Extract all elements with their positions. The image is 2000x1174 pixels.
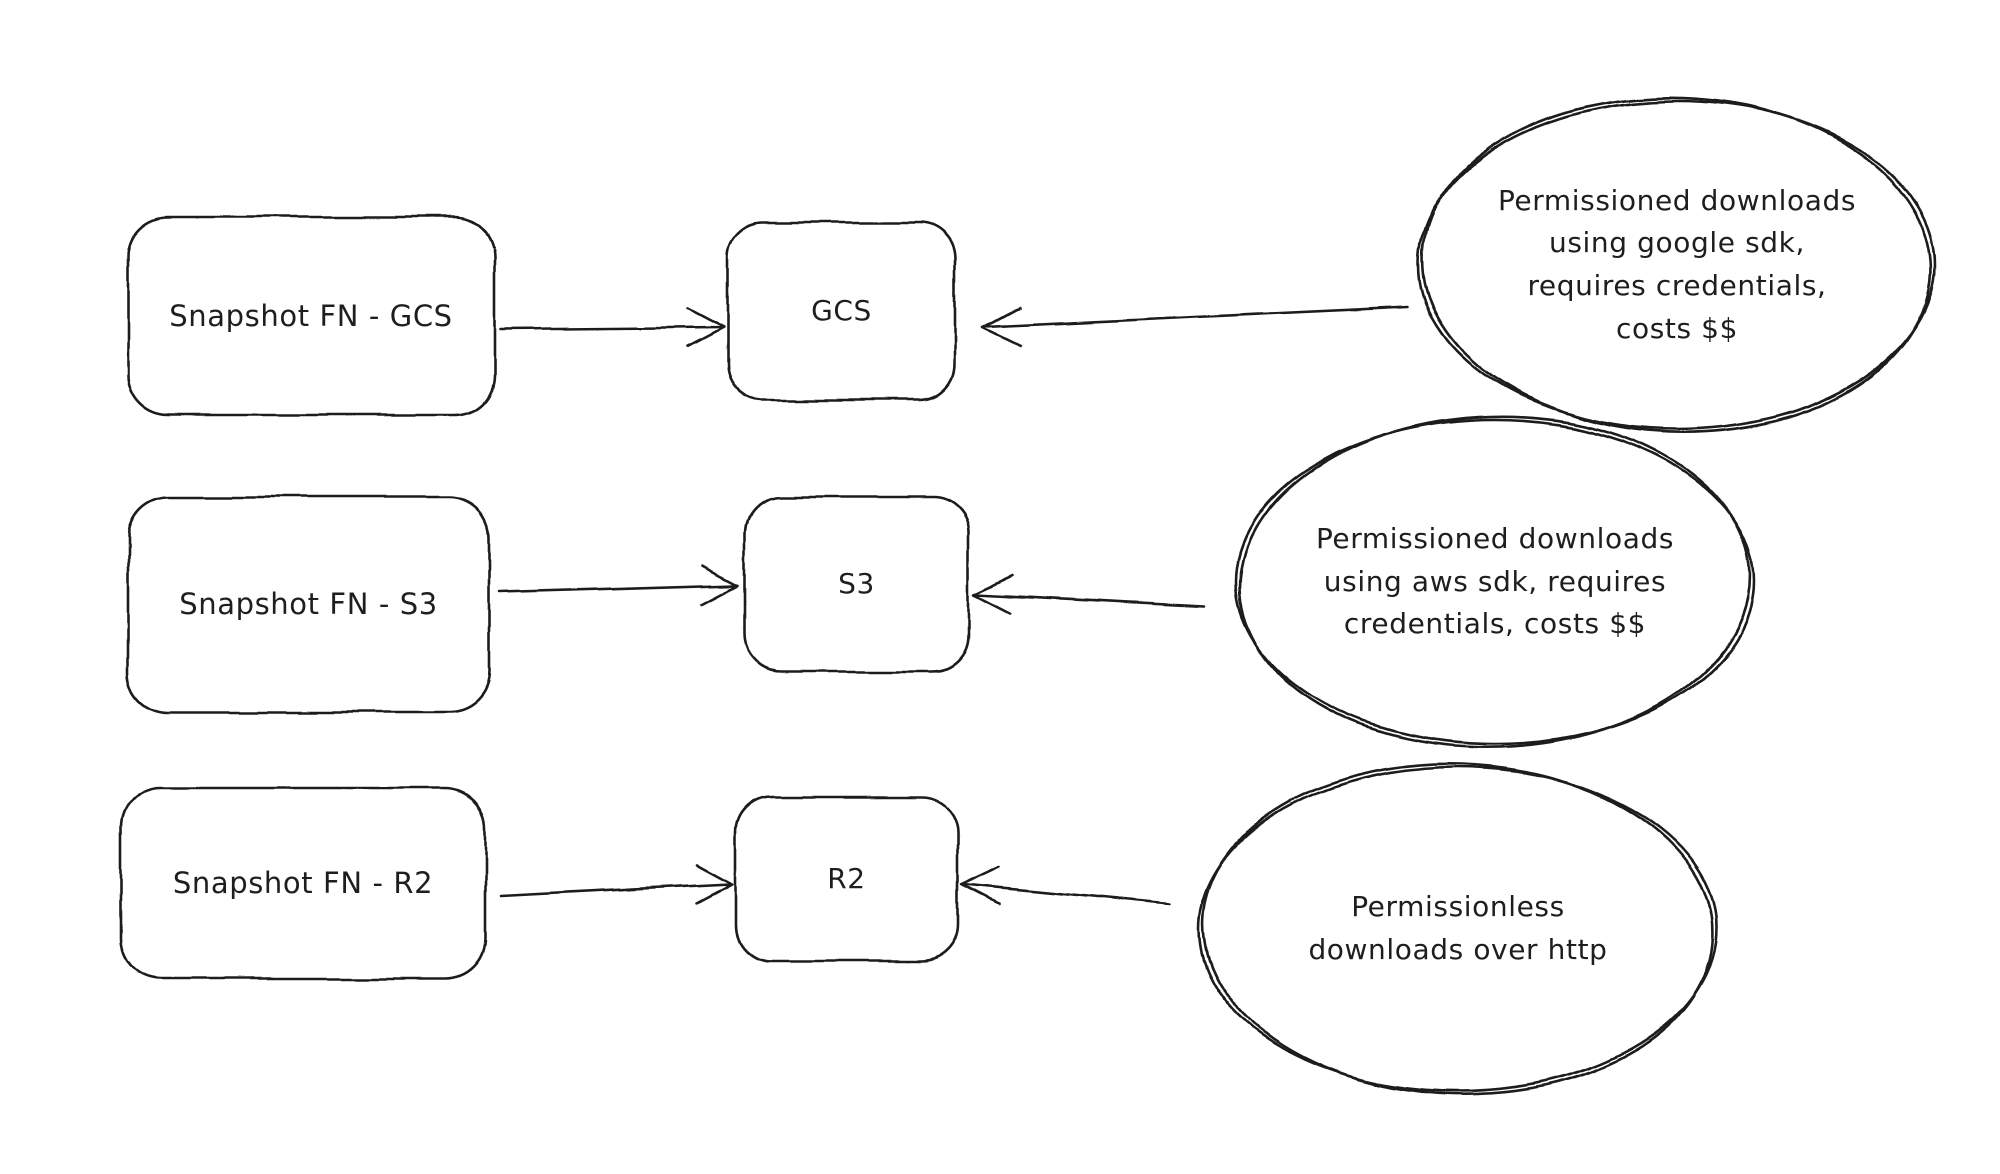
arrow-snapshot-gcs-to-gcs[interactable] bbox=[498, 306, 726, 348]
s3-shape[interactable] bbox=[743, 496, 970, 673]
arrow-note-gcs-to-gcs[interactable] bbox=[981, 305, 1410, 348]
snapshot-fn-r2-shape[interactable] bbox=[119, 786, 487, 980]
arrow-snapshot-r2-to-r2[interactable] bbox=[498, 863, 734, 905]
arrow-note-s3-to-s3[interactable] bbox=[972, 574, 1207, 615]
gcs-shape[interactable] bbox=[726, 220, 957, 402]
gcs-label[interactable]: GCS bbox=[811, 293, 872, 327]
note-s3-label[interactable]: Permissioned downloads using aws sdk, re… bbox=[1315, 522, 1675, 641]
note-gcs-shape[interactable] bbox=[1417, 89, 1937, 441]
s3-label[interactable]: S3 bbox=[838, 567, 875, 601]
note-gcs-label[interactable]: Permissioned downloads using google sdk,… bbox=[1497, 183, 1857, 345]
r2-shape[interactable] bbox=[733, 795, 960, 963]
arrow-snapshot-s3-to-s3[interactable] bbox=[498, 564, 740, 606]
r2-label[interactable]: R2 bbox=[827, 861, 866, 895]
note-r2-label[interactable]: Permissionless downloads over http bbox=[1308, 890, 1608, 966]
snapshot-fn-s3-label[interactable]: Snapshot FN - S3 bbox=[179, 587, 438, 622]
note-r2-shape[interactable] bbox=[1197, 755, 1719, 1103]
snapshot-fn-gcs-shape[interactable] bbox=[126, 215, 496, 417]
note-s3-shape[interactable] bbox=[1234, 408, 1756, 756]
snapshot-fn-s3-shape[interactable] bbox=[126, 495, 491, 714]
arrow-note-r2-to-r2[interactable] bbox=[960, 864, 1172, 906]
snapshot-fn-r2-label[interactable]: Snapshot FN - R2 bbox=[172, 865, 434, 900]
snapshot-fn-gcs-label[interactable]: Snapshot FN - GCS bbox=[169, 298, 453, 333]
